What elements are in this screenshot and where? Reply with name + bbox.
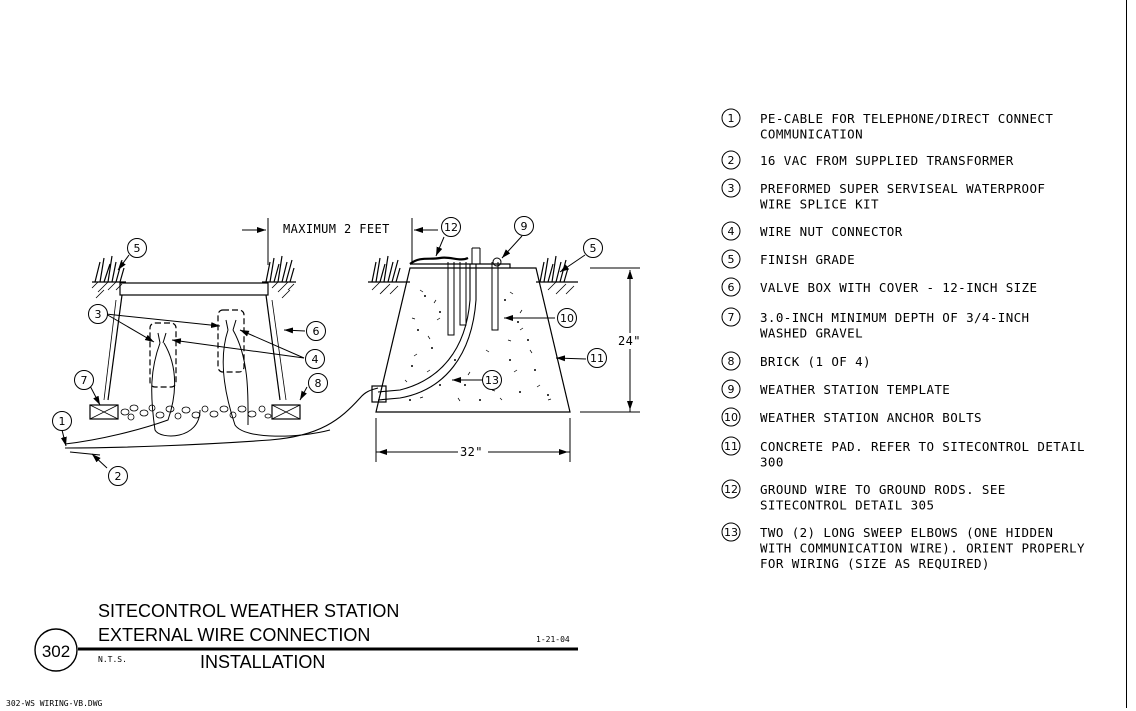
callout-number: 4: [312, 353, 319, 366]
note-item-5: 5 FINISH GRADE: [721, 249, 855, 269]
note-number: 7: [728, 311, 735, 324]
callout-number: 2: [115, 470, 122, 483]
scale-label: N.T.S.: [98, 655, 127, 664]
callout-number: 5: [134, 242, 141, 255]
title-line-3: INSTALLATION: [200, 652, 325, 672]
width-dimension-label: 32": [460, 445, 483, 459]
callout-bubble-5: 5: [127, 238, 147, 258]
note-text-line: WEATHER STATION TEMPLATE: [760, 382, 950, 397]
valve-box-section: [64, 255, 379, 456]
note-item-4: 4 WIRE NUT CONNECTOR: [721, 221, 903, 241]
note-text-line: VALVE BOX WITH COVER - 12-INCH SIZE: [760, 280, 1037, 295]
callout-bubble-5: 5: [583, 238, 603, 258]
note-number: 8: [728, 355, 735, 368]
note-text-line: GROUND WIRE TO GROUND RODS. SEE: [760, 482, 1006, 497]
note-text-line: WITH COMMUNICATION WIRE). ORIENT PROPERL…: [760, 541, 1085, 556]
note-item-13: 13 TWO (2) LONG SWEEP ELBOWS (ONE HIDDENW…: [721, 522, 1085, 571]
grass-left: [92, 255, 126, 283]
note-number: 1: [728, 112, 735, 125]
note-item-1: 1 PE-CABLE FOR TELEPHONE/DIRECT CONNECTCO…: [721, 108, 1053, 142]
callout-number: 13: [485, 374, 499, 387]
callout-bubble-6: 6: [306, 321, 326, 341]
note-item-11: 11 CONCRETE PAD. REFER TO SITECONTROL DET…: [721, 436, 1085, 470]
note-text-line: WIRE NUT CONNECTOR: [760, 224, 903, 239]
callout-number: 9: [521, 220, 528, 233]
callout-number: 3: [95, 308, 102, 321]
note-item-12: 12 GROUND WIRE TO GROUND RODS. SEESITECON…: [721, 479, 1006, 513]
note-text-line: WIRE SPLICE KIT: [760, 197, 879, 212]
title-block: 302 SITECONTROL WEATHER STATION EXTERNAL…: [6, 601, 578, 708]
callout-number: 7: [81, 374, 88, 387]
note-text-line: FINISH GRADE: [760, 252, 855, 267]
note-item-2: 2 16 VAC FROM SUPPLIED TRANSFORMER: [721, 150, 1014, 170]
note-number: 3: [728, 182, 735, 195]
callout-number: 6: [313, 325, 320, 338]
callout-number: 10: [560, 312, 574, 325]
grass-pad-right: [536, 255, 578, 295]
note-text-line: COMMUNICATION: [760, 127, 863, 142]
callout-bubble-13: 13: [482, 370, 502, 390]
callout-number: 12: [444, 221, 458, 234]
note-text-line: PREFORMED SUPER SERVISEAL WATERPROOF: [760, 181, 1045, 196]
callout-bubble-10: 10: [557, 308, 577, 328]
title-line-2: EXTERNAL WIRE CONNECTION: [98, 625, 370, 645]
leader-lines: [60, 235, 587, 469]
grass-pad-left: [368, 255, 410, 295]
title-line-1: SITECONTROL WEATHER STATION: [98, 601, 399, 621]
note-item-3: 3 PREFORMED SUPER SERVISEAL WATERPROOFWIR…: [721, 178, 1045, 212]
note-text-line: 16 VAC FROM SUPPLIED TRANSFORMER: [760, 153, 1014, 168]
note-number: 4: [728, 225, 735, 238]
callout-number: 1: [59, 415, 66, 428]
dimensions: [242, 218, 640, 462]
note-item-9: 9 WEATHER STATION TEMPLATE: [721, 379, 950, 399]
callout-bubble-3: 3: [88, 304, 108, 324]
note-number: 11: [724, 440, 738, 453]
note-item-7: 7 3.0-INCH MINIMUM DEPTH OF 3/4-INCHWASHE…: [721, 307, 1029, 341]
height-dimension-label: 24": [618, 334, 641, 348]
callout-bubble-12: 12: [441, 217, 461, 237]
callout-bubble-2: 2: [108, 466, 128, 486]
note-number: 5: [728, 253, 735, 266]
note-number: 2: [728, 154, 735, 167]
callout-number: 8: [315, 377, 322, 390]
note-text-line: 300: [760, 455, 784, 470]
callout-bubble-7: 7: [74, 370, 94, 390]
max-distance-label: MAXIMUM 2 FEET: [283, 222, 390, 236]
note-text-line: SITECONTROL DETAIL 305: [760, 498, 934, 513]
callout-number: 5: [590, 242, 597, 255]
callout-bubble-9: 9: [514, 216, 534, 236]
note-number: 10: [724, 411, 738, 424]
detail-number: 302: [42, 642, 70, 661]
note-text-line: CONCRETE PAD. REFER TO SITECONTROL DETAI…: [760, 439, 1085, 454]
note-text-line: TWO (2) LONG SWEEP ELBOWS (ONE HIDDEN: [760, 525, 1053, 540]
note-number: 13: [724, 526, 738, 539]
note-text-line: WEATHER STATION ANCHOR BOLTS: [760, 410, 982, 425]
note-item-10: 10 WEATHER STATION ANCHOR BOLTS: [721, 407, 982, 427]
note-text-line: BRICK (1 OF 4): [760, 354, 871, 369]
note-text-line: FOR WIRING (SIZE AS REQUIRED): [760, 556, 990, 571]
drawing-filename: 302-WS WIRING-VB.DWG: [6, 699, 103, 708]
note-text-line: 3.0-INCH MINIMUM DEPTH OF 3/4-INCH: [760, 310, 1029, 325]
drawing-date: 1-21-04: [536, 635, 570, 644]
callout-bubble-11: 11: [587, 348, 607, 368]
note-number: 12: [724, 483, 738, 496]
detail-number-circle: [34, 628, 78, 672]
note-item-6: 6 VALVE BOX WITH COVER - 12-INCH SIZE: [721, 277, 1037, 297]
concrete-pad-section: [368, 247, 578, 413]
callout-number: 11: [590, 352, 604, 365]
note-item-8: 8 BRICK (1 OF 4): [721, 351, 871, 371]
grass-right-box: [262, 255, 296, 283]
note-number: 9: [728, 383, 735, 396]
note-text-line: WASHED GRAVEL: [760, 326, 863, 341]
note-text-line: PE-CABLE FOR TELEPHONE/DIRECT CONNECT: [760, 111, 1053, 126]
callout-bubble-8: 8: [308, 373, 328, 393]
callout-bubble-1: 1: [52, 411, 72, 431]
note-number: 6: [728, 281, 735, 294]
callout-bubble-4: 4: [305, 349, 325, 369]
